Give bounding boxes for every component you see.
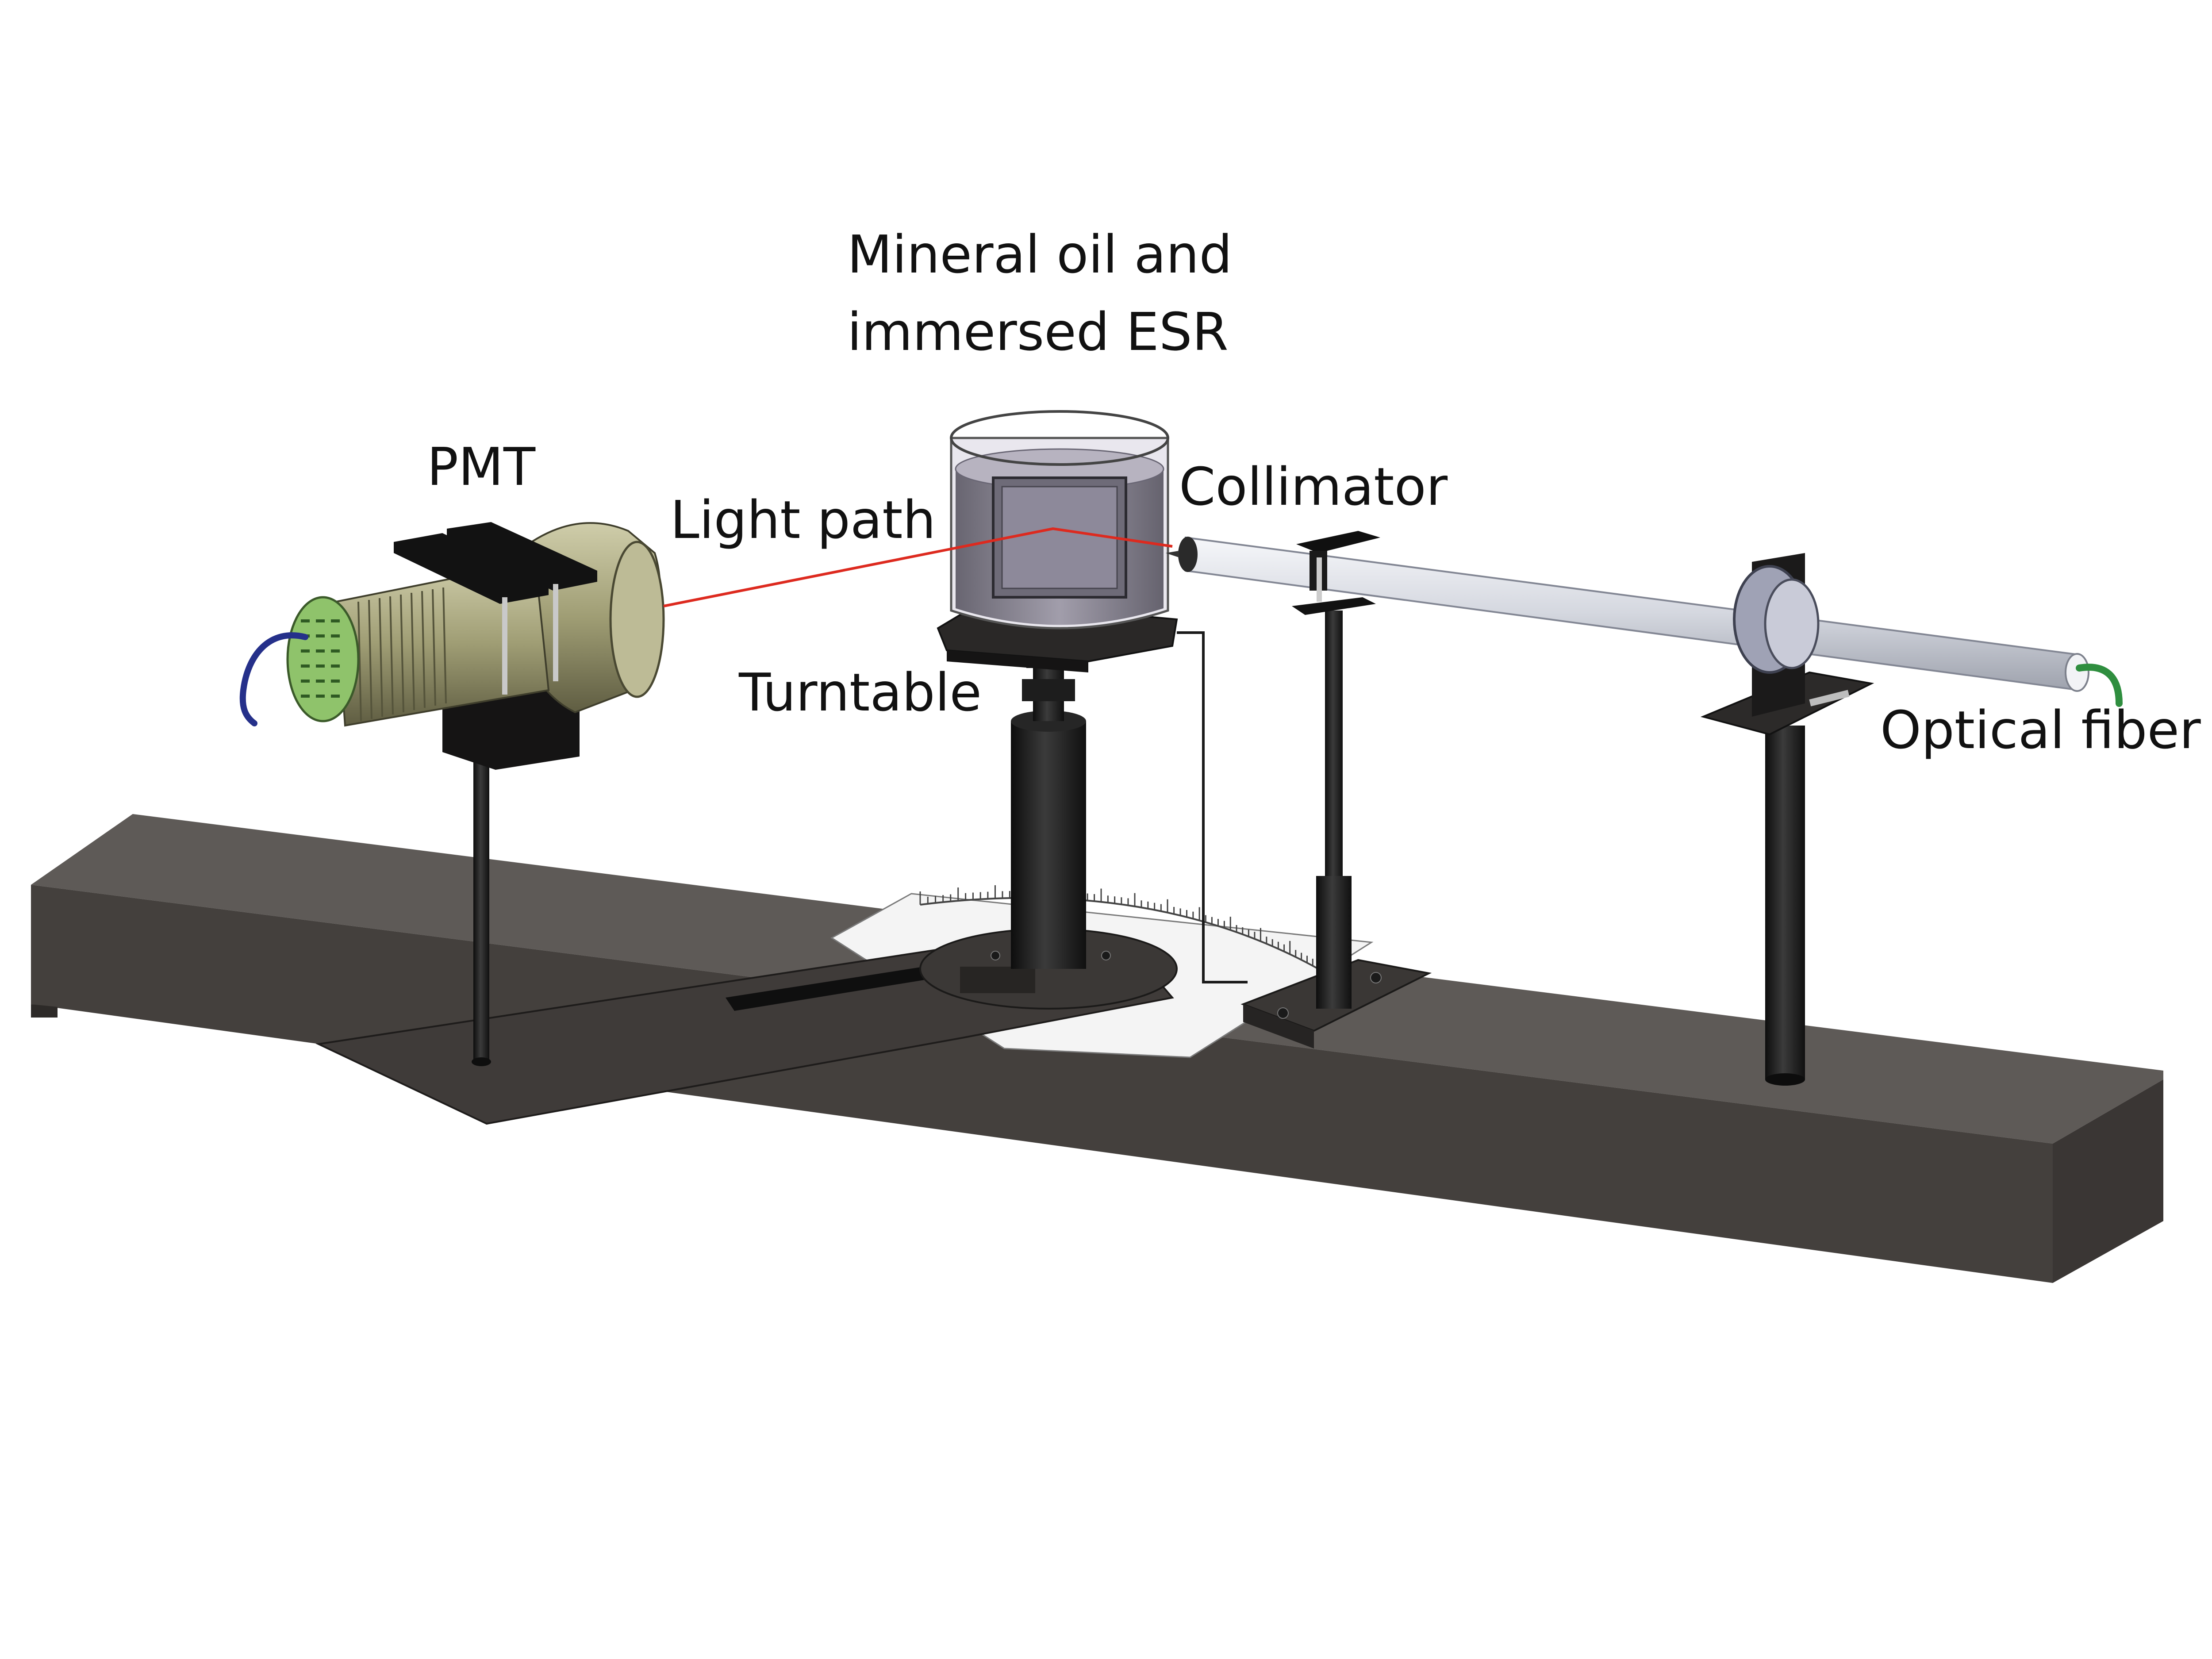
pmt-pin xyxy=(331,680,340,683)
pmt-pin xyxy=(301,664,310,668)
pmt-pin xyxy=(301,680,310,683)
rail-end-face xyxy=(2053,1079,2163,1283)
pmt-pin xyxy=(331,634,340,637)
pmt-rib xyxy=(389,596,394,715)
collimator-base-side xyxy=(1243,1004,1314,1048)
collimator-lower-post xyxy=(1316,876,1352,1009)
fiber-mount-ring-nut xyxy=(1764,578,1820,669)
pmt-pins xyxy=(301,619,340,698)
label-optical-fiber: Optical fiber xyxy=(1880,699,2201,760)
pmt-clamp-bar-left xyxy=(394,533,549,604)
pmt-pin xyxy=(316,664,325,668)
pmt-pin xyxy=(316,619,325,622)
collimator-tube-right-end xyxy=(2065,653,2089,692)
turntable-lower-column xyxy=(1011,721,1086,969)
screw-1 xyxy=(1277,1007,1289,1019)
fiber-mount-post-foot xyxy=(1765,1073,1805,1086)
pmt-clamp-rod-1 xyxy=(502,597,507,695)
collimator-holder-arm xyxy=(1292,597,1376,615)
collimator-tip xyxy=(1166,551,1179,557)
light-path-line xyxy=(663,527,1173,607)
label-oil-line2: immersed ESR xyxy=(847,301,1229,362)
pmt-rib xyxy=(400,594,404,713)
fiber-mount-post xyxy=(1765,726,1805,1079)
screw-2 xyxy=(1370,972,1382,983)
oil-container xyxy=(950,410,1169,630)
esr-sample-face xyxy=(1001,486,1118,589)
pmt-ribs xyxy=(357,587,447,722)
pmt-pin xyxy=(301,619,310,622)
pmt-rib xyxy=(442,587,447,704)
turntable-nut xyxy=(1022,679,1075,701)
pmt-pin xyxy=(316,695,325,698)
turntable-top-plate-side xyxy=(947,650,1088,672)
base-screws xyxy=(991,951,1382,1019)
label-collimator: Collimator xyxy=(1179,456,1448,517)
pmt-window xyxy=(609,541,665,698)
swing-arm-slot xyxy=(726,964,938,1011)
optical-fiber-cable xyxy=(2076,664,2123,707)
rail-front-face xyxy=(31,885,2053,1283)
pmt-base-board xyxy=(286,596,360,722)
collimator-tube-left-end xyxy=(1178,537,1198,572)
pmt-post xyxy=(473,708,489,1062)
pmt-clamp-rod-2 xyxy=(553,584,558,681)
pmt-rib xyxy=(368,599,373,719)
pmt-clamp-bar-right xyxy=(447,522,597,591)
pmt-pin xyxy=(301,649,310,653)
pmt-rib xyxy=(379,598,383,717)
pmt-pin xyxy=(331,649,340,653)
turntable-stage xyxy=(937,600,1248,983)
turntable-wire xyxy=(1177,631,1248,983)
oil-container-rim xyxy=(950,410,1169,466)
fiber-mount xyxy=(1700,553,2123,1086)
pmt-pin xyxy=(331,695,340,698)
label-light-path: Light path xyxy=(670,489,936,550)
fiber-mount-slot xyxy=(1809,690,1850,707)
rail-left-lip xyxy=(31,1004,58,1018)
screw-3 xyxy=(991,951,1000,960)
collimator-top-clamp xyxy=(1296,531,1380,553)
screw-4 xyxy=(1101,951,1111,960)
pmt-pin xyxy=(331,664,340,668)
pmt-rib xyxy=(432,589,436,706)
pmt-pin xyxy=(301,695,310,698)
pmt-post-foot xyxy=(472,1057,491,1066)
collimator-assembly xyxy=(1166,531,2089,1009)
pmt-rib xyxy=(357,601,362,722)
pmt-pin xyxy=(316,680,325,683)
label-pmt: PMT xyxy=(427,436,536,497)
pmt-pin xyxy=(316,634,325,637)
pmt-pin xyxy=(331,619,340,622)
pmt-cable xyxy=(239,632,308,726)
collimator-clamp-screw xyxy=(1317,557,1322,602)
label-oil-line1: Mineral oil and xyxy=(847,224,1233,285)
label-turntable: Turntable xyxy=(739,662,982,723)
pmt-rib xyxy=(411,592,415,710)
pmt-pin xyxy=(316,649,325,653)
protractor-arc xyxy=(920,897,1319,970)
turntable-clamp xyxy=(960,967,1035,993)
pmt-rib xyxy=(421,591,426,708)
pmt-assembly xyxy=(239,522,665,1066)
collimator-post xyxy=(1325,611,1343,894)
